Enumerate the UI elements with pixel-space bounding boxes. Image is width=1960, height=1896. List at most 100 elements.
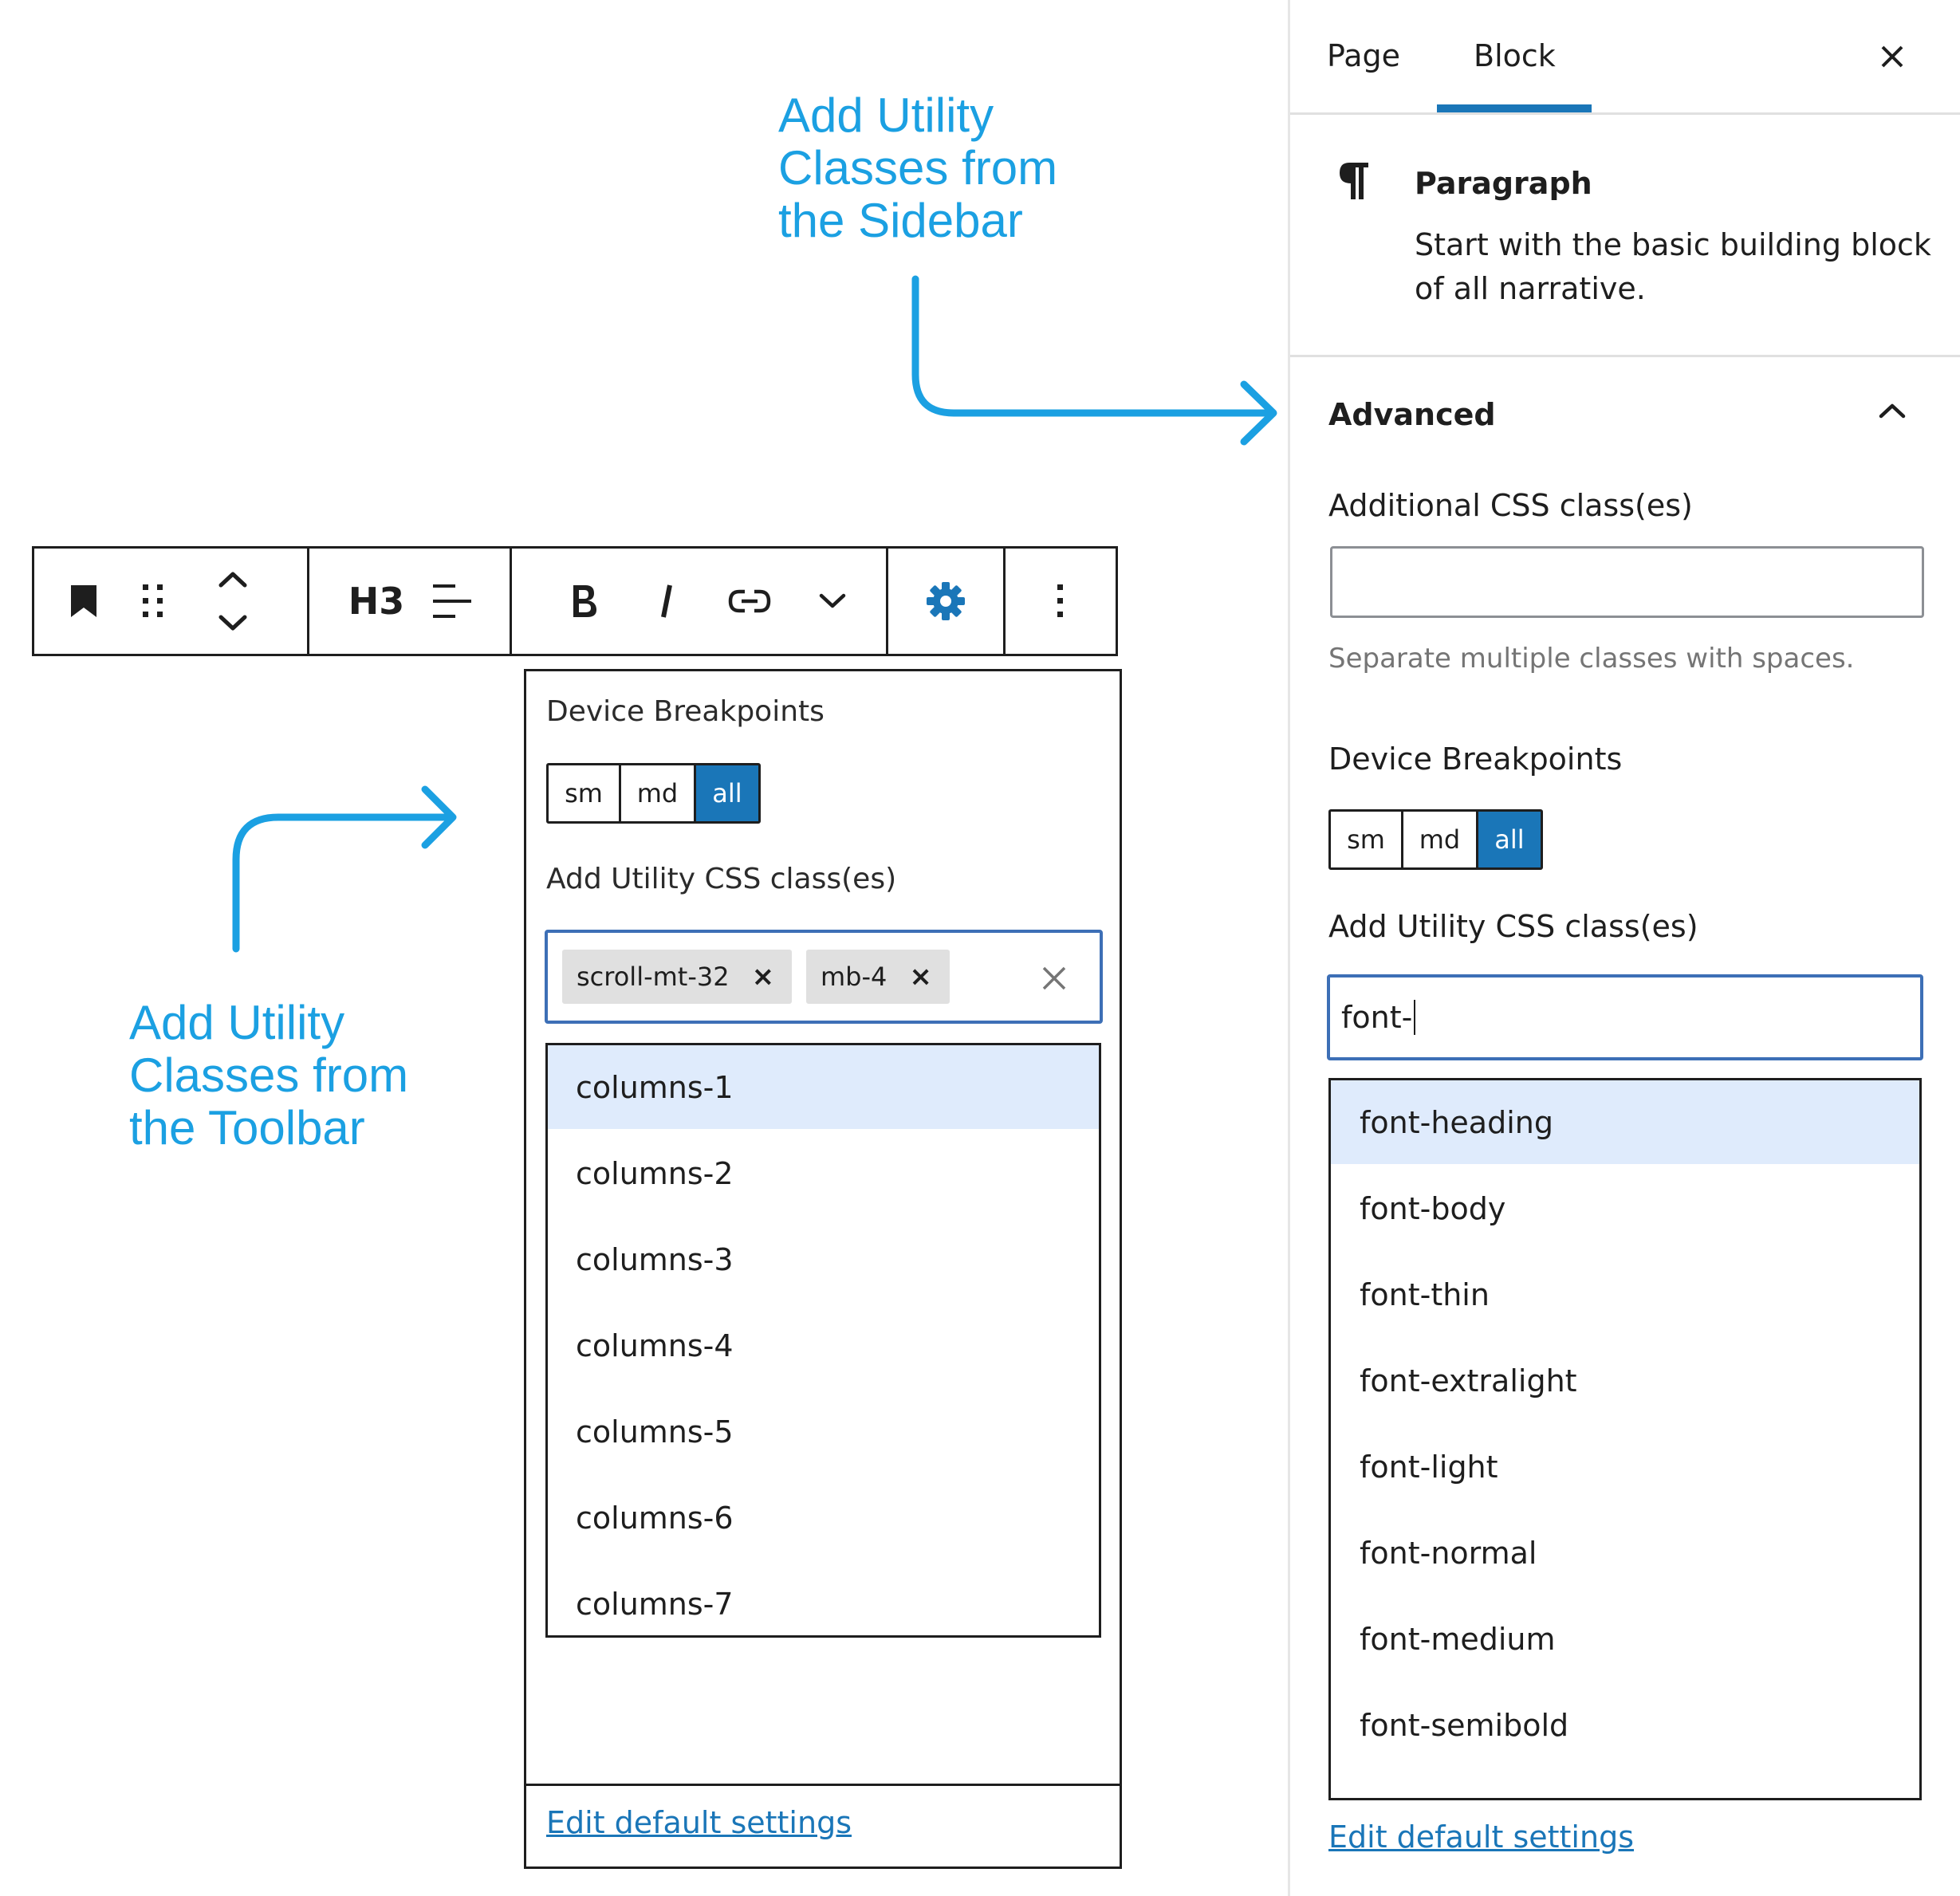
options-button[interactable] (1006, 549, 1116, 654)
popover-breakpoints-label: Device Breakpoints (546, 695, 825, 728)
suggestion-option[interactable]: columns-3 (576, 1241, 734, 1277)
block-description-line2: of all narrative. (1415, 271, 1646, 306)
close-icon[interactable] (1880, 45, 1904, 69)
utility-settings-button[interactable] (888, 549, 1003, 654)
suggestion-option[interactable]: columns-1 (548, 1045, 1099, 1129)
bookmark-icon (71, 585, 96, 617)
gear-icon (927, 582, 965, 620)
sidebar-utility-value: font- (1341, 1000, 1413, 1035)
annotation-toolbar: Add Utility Classes from the Toolbar (129, 997, 408, 1155)
suggestion-option[interactable]: font-extralight (1360, 1363, 1577, 1398)
suggestion-option[interactable]: columns-4 (576, 1328, 734, 1363)
suggestion-option[interactable]: columns-7 (576, 1586, 734, 1622)
link-button[interactable] (708, 549, 791, 654)
chevron-down-icon (819, 593, 846, 608)
suggestion-option[interactable]: columns-5 (576, 1414, 734, 1450)
block-description: Start with the basic building block of a… (1415, 223, 1931, 311)
heading-level-button[interactable]: H3 (337, 549, 416, 654)
toolbar-group-block (34, 549, 307, 654)
block-toolbar: H3 (32, 546, 1118, 656)
popover-utility-label: Add Utility CSS class(es) (546, 863, 897, 895)
link-icon (728, 589, 771, 613)
sidebar-divider (1288, 0, 1290, 1896)
bookmark-button[interactable] (58, 549, 109, 654)
suggestion-option[interactable]: font-body (1360, 1190, 1506, 1226)
popover-breakpoint-md[interactable]: md (621, 765, 696, 821)
toolbar-group-settings (886, 549, 1003, 654)
italic-button[interactable] (625, 549, 708, 654)
suggestion-option[interactable]: font-thin (1360, 1276, 1490, 1312)
bold-icon (573, 585, 596, 617)
sidebar-breakpoint-md[interactable]: md (1403, 812, 1478, 867)
annotation-toolbar-line3: the Toolbar (129, 1101, 365, 1155)
suggestion-option[interactable]: font-heading (1331, 1080, 1919, 1164)
block-title: Paragraph (1415, 166, 1592, 201)
chevron-up-icon (1879, 403, 1906, 419)
additional-css-label: Additional CSS class(es) (1328, 488, 1693, 523)
suggestion-option[interactable]: font-light (1360, 1449, 1498, 1485)
sidebar-breakpoint-selector: sm md all (1328, 809, 1543, 870)
suggestion-option[interactable]: font-medium (1360, 1621, 1556, 1657)
toolbar-group-options (1003, 549, 1116, 654)
bold-button[interactable] (544, 549, 625, 654)
block-card-divider (1290, 355, 1960, 357)
additional-css-input[interactable] (1330, 546, 1924, 618)
popover-token-field[interactable]: scroll-mt-32 × mb-4 × (545, 930, 1103, 1024)
sidebar-utility-label: Add Utility CSS class(es) (1328, 909, 1698, 944)
sidebar-breakpoint-all[interactable]: all (1478, 812, 1541, 867)
clear-all-icon[interactable] (1041, 965, 1068, 992)
advanced-panel-toggle[interactable]: Advanced (1290, 375, 1960, 454)
move-up-down-icon (218, 572, 247, 631)
suggestion-option[interactable]: columns-6 (576, 1500, 734, 1536)
drag-handle-icon (143, 584, 163, 617)
tab-page[interactable]: Page (1327, 38, 1400, 73)
annotation-toolbar-line2: Classes from (129, 1048, 409, 1102)
sidebar-suggestions-list: font-heading font-body font-thin font-ex… (1328, 1078, 1922, 1800)
heading-level-label: H3 (348, 580, 405, 623)
popover-breakpoint-all[interactable]: all (696, 765, 758, 821)
tab-block[interactable]: Block (1474, 38, 1556, 73)
annotation-sidebar-line1: Add Utility (778, 89, 994, 142)
token-scroll-mt-32: scroll-mt-32 × (562, 950, 793, 1004)
popover-breakpoint-selector: sm md all (546, 763, 761, 824)
sidebar-breakpoints-label: Device Breakpoints (1328, 741, 1623, 777)
more-vertical-icon (1057, 584, 1063, 617)
toolbar-group-inline (510, 549, 886, 654)
sidebar-breakpoint-sm[interactable]: sm (1331, 812, 1403, 867)
align-left-icon (433, 584, 471, 618)
tab-active-indicator (1437, 104, 1592, 114)
popover-footer-divider (526, 1784, 1120, 1786)
token-label: scroll-mt-32 (577, 962, 730, 992)
text-caret (1414, 1000, 1416, 1035)
annotation-sidebar: Add Utility Classes from the Sidebar (778, 89, 1057, 247)
popover-edit-settings-link[interactable]: Edit default settings (546, 1805, 852, 1840)
token-remove-icon[interactable]: × (909, 961, 932, 993)
tabs-divider (1290, 112, 1960, 115)
block-description-line1: Start with the basic building block (1415, 227, 1931, 262)
align-button[interactable] (416, 549, 488, 654)
advanced-panel-title: Advanced (1328, 397, 1496, 432)
toolbar-group-format: H3 (307, 549, 510, 654)
utility-popover: Device Breakpoints sm md all Add Utility… (524, 669, 1122, 1869)
sidebar-edit-settings-link[interactable]: Edit default settings (1328, 1819, 1634, 1855)
popover-suggestions-list: columns-1 columns-2 columns-3 columns-4 … (545, 1043, 1101, 1638)
italic-icon (661, 584, 672, 618)
token-label: mb-4 (821, 962, 888, 992)
token-mb-4: mb-4 × (806, 950, 950, 1004)
annotation-toolbar-line1: Add Utility (129, 996, 345, 1049)
popover-breakpoint-sm[interactable]: sm (549, 765, 621, 821)
drag-handle[interactable] (109, 549, 197, 654)
suggestion-option[interactable]: columns-2 (576, 1155, 734, 1191)
move-up-down-button[interactable] (197, 549, 269, 654)
suggestion-option[interactable]: font-normal (1360, 1535, 1537, 1571)
more-formats-button[interactable] (791, 549, 874, 654)
additional-css-help: Separate multiple classes with spaces. (1328, 643, 1855, 675)
paragraph-icon (1340, 163, 1368, 199)
sidebar-utility-input[interactable]: font- (1327, 974, 1923, 1060)
annotation-sidebar-line2: Classes from (778, 141, 1058, 195)
suggestion-option[interactable]: font-semibold (1360, 1707, 1569, 1743)
annotation-sidebar-line3: the Sidebar (778, 194, 1023, 247)
token-remove-icon[interactable]: × (751, 961, 775, 993)
settings-sidebar: Page Block Paragraph Start with the basi… (1290, 0, 1960, 1896)
